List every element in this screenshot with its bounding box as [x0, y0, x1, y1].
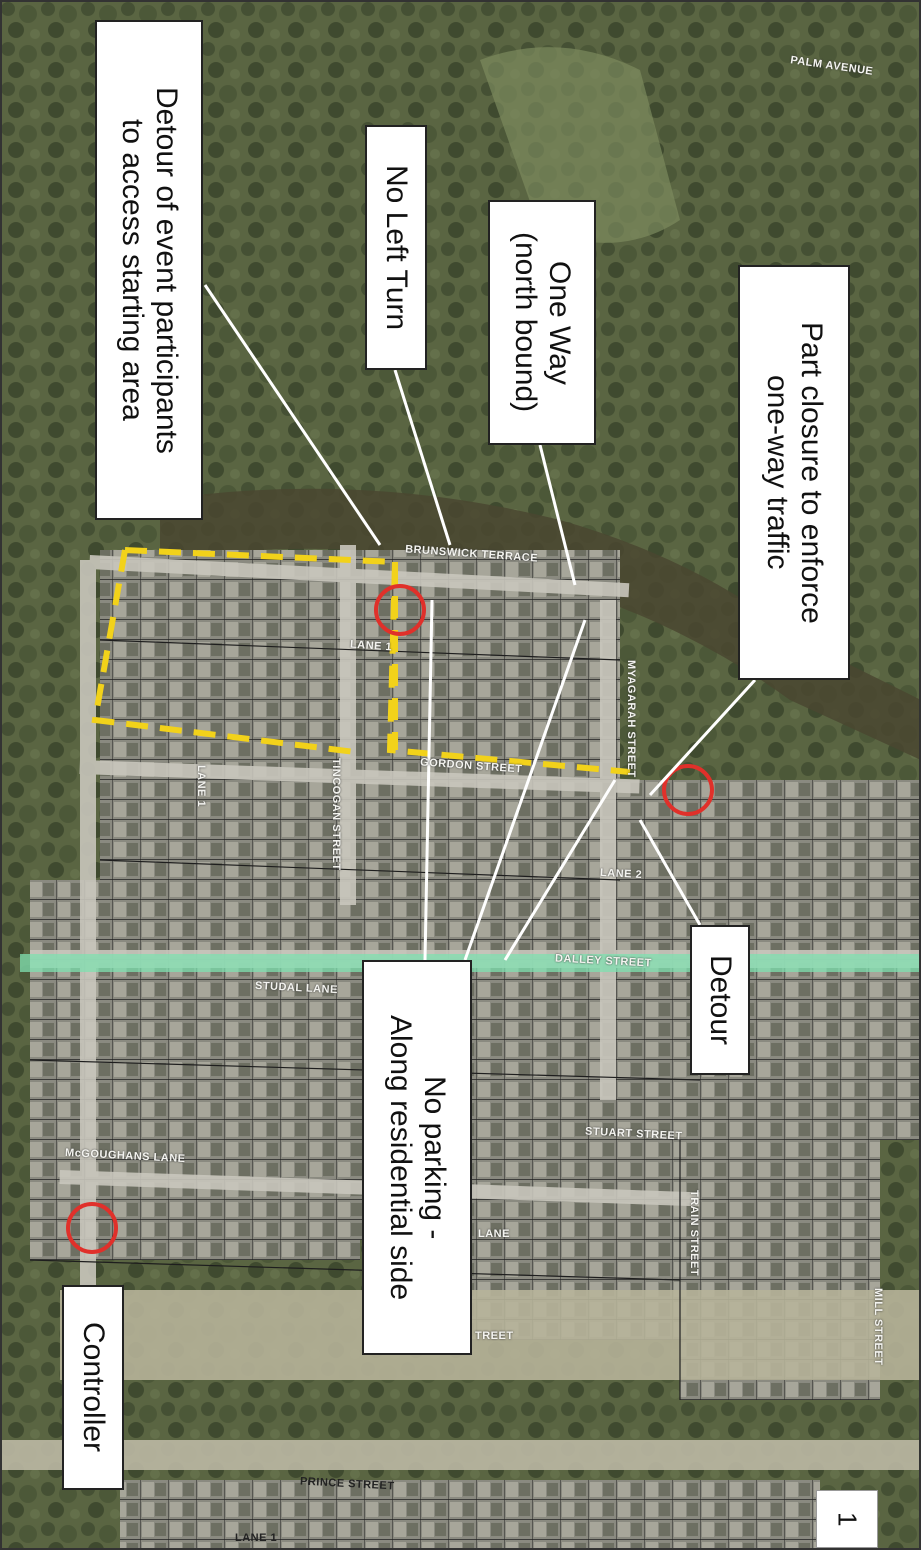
closure-marker [374, 584, 426, 636]
callout-detour-participants: Detour of event participants to access s… [95, 20, 203, 520]
pointer-line [538, 444, 577, 586]
pointer-line [648, 678, 757, 797]
callout-no-left-turn-text: No Left Turn [380, 164, 413, 331]
callout-part-closure-text: Part closure to enforce one-way traffic [761, 321, 828, 624]
callout-detour-participants-text: Detour of event participants to access s… [116, 86, 183, 454]
street-label-treet: TREET [475, 1330, 514, 1342]
event-boundary [91, 547, 631, 775]
street-label-mill-street: MILL STREET [872, 1288, 884, 1366]
callout-controller-text: Controller [77, 1322, 110, 1453]
callout-part-closure: Part closure to enforce one-way traffic [738, 265, 850, 680]
controller-marker [66, 1202, 118, 1254]
closure-marker [662, 764, 714, 816]
street-label-train-street: TRAIN STREET [688, 1190, 700, 1277]
page-number: 1 [816, 1490, 878, 1548]
callout-one-way: One Way (north bound) [488, 200, 596, 445]
street-label-myagah-street: MYAGARAH STREET [625, 660, 637, 778]
callout-controller: Controller [62, 1285, 124, 1490]
callout-no-parking-text: No parking - Along residential side [384, 1014, 451, 1301]
callout-detour: Detour [690, 925, 750, 1075]
callout-one-way-text: One Way (north bound) [509, 232, 576, 413]
pointer-line [423, 599, 434, 961]
street-label-lane-1b: LANE 1 [195, 764, 208, 808]
pointer-line [503, 779, 617, 961]
pointer-line [638, 819, 702, 926]
pointer-line [393, 369, 452, 546]
street-label-tincogan-street: TINCOGAN STREET [330, 758, 342, 871]
page-number-text: 1 [832, 1511, 863, 1527]
pointer-line [463, 619, 587, 961]
street-label-lane-2: LANE 2 [599, 866, 643, 882]
street-label-lane-bottom: LANE 1 [235, 1532, 278, 1544]
callout-no-parking: No parking - Along residential side [362, 960, 472, 1355]
callout-detour-text: Detour [704, 954, 737, 1046]
pointer-line [203, 284, 382, 546]
callout-no-left-turn: No Left Turn [365, 125, 427, 370]
street-label-lane: LANE [478, 1228, 510, 1240]
